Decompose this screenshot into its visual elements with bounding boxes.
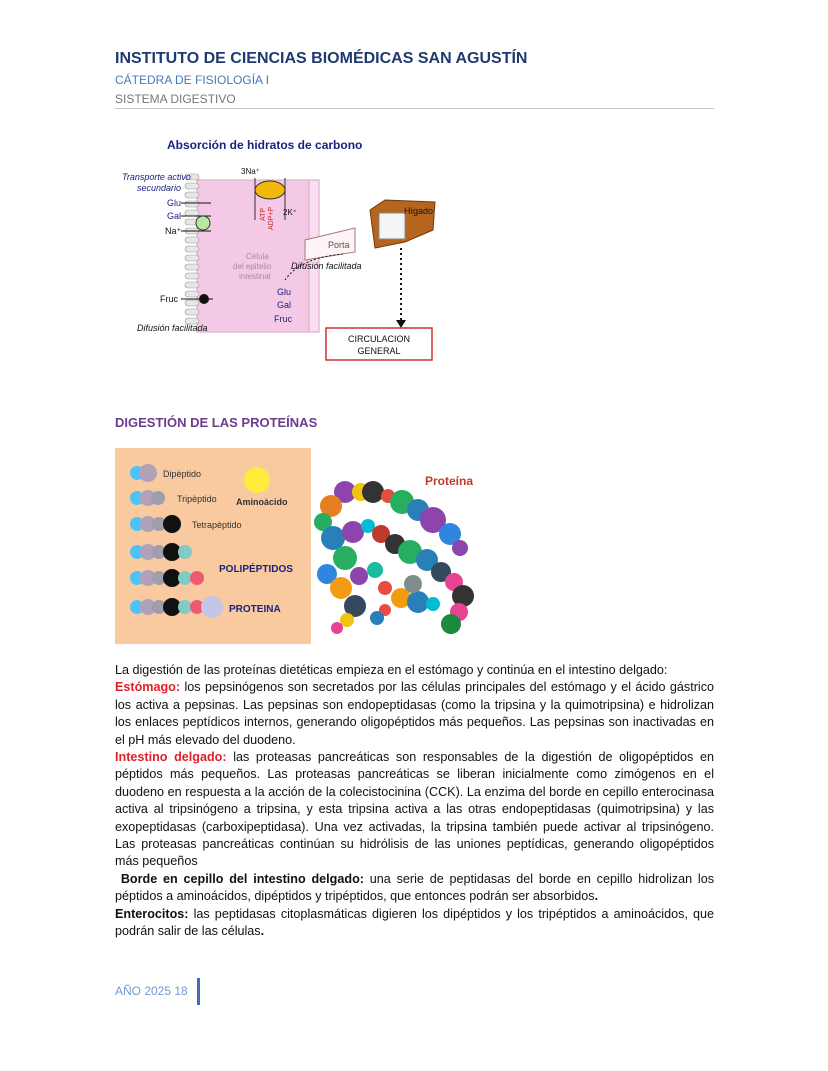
- carbohydrate-absorption-diagram: Absorción de hidratos de carbono Transpo…: [122, 138, 436, 361]
- higado-label: Hígado: [404, 206, 433, 216]
- tripeptide-chain: [130, 490, 165, 506]
- tripeptido-label: Tripèptido: [177, 494, 217, 504]
- tetrapeptido-label: Tetrapèptido: [192, 520, 242, 530]
- cell-label-3: intestinal: [239, 272, 271, 281]
- footer-accent-bar: [197, 978, 200, 1005]
- atp-label: ATP: [260, 208, 267, 221]
- microvilli: [184, 173, 200, 325]
- transport-label-2: secundario: [137, 183, 181, 193]
- na-k-pump: [254, 180, 286, 200]
- enterocitos-end: .: [260, 924, 265, 939]
- portal-vein: [304, 227, 356, 261]
- topic-subtitle: SISTEMA DIGESTIVO: [115, 92, 236, 106]
- intestino-label: Intestino delgado:: [115, 750, 227, 765]
- out-gal-label: Gal: [277, 300, 291, 310]
- adp-label: ADP+P: [268, 207, 275, 230]
- cell-label-2: del epitelio: [233, 262, 272, 271]
- cell-label-1: Célula: [246, 252, 269, 261]
- gal-label: Gal: [167, 211, 181, 221]
- enterocitos-text: las peptidasas citoplasmáticas digieren …: [115, 906, 714, 939]
- two-k-label: 2K⁺: [283, 208, 297, 217]
- intestino-paragraph: Intestino delgado: las proteasas pancreá…: [115, 749, 714, 871]
- circulacion-label-2: GENERAL: [357, 346, 400, 356]
- fruc-label: Fruc: [160, 294, 179, 304]
- out-glu-label: Glu: [277, 287, 291, 297]
- proteina-left-label: PROTEINA: [229, 604, 281, 615]
- footer-year-page: AÑO 2025 18: [115, 984, 188, 998]
- transport-label-1: Transporte activo: [122, 172, 191, 182]
- tetrapeptide-chain: [130, 515, 181, 533]
- estomago-text: los pepsinógenos son secretados por las …: [115, 680, 714, 747]
- difusion-facilitada-right: Difusión facilitada: [291, 261, 362, 271]
- protein-digestion-text: La digestión de las proteínas dietéticas…: [115, 662, 714, 941]
- aminoacido-label: Aminoàcido: [236, 497, 288, 507]
- polypeptide-chain-1: [130, 543, 192, 561]
- dipeptido-label: Dipèptido: [163, 469, 201, 479]
- borde-text: una serie de peptidasas del borde en cep…: [115, 871, 715, 904]
- amino-acid-dot: [244, 467, 270, 493]
- proteina-right-label: Proteína: [425, 474, 473, 488]
- institution-title: INSTITUTO DE CIENCIAS BIOMÉDICAS SAN AGU…: [115, 50, 528, 67]
- fig1-title: Absorción de hidratos de carbono: [167, 138, 362, 152]
- estomago-paragraph: Estómago: los pepsinógenos son secretado…: [115, 679, 714, 749]
- epithelial-cell: [196, 179, 310, 333]
- na-label: Na⁺: [165, 226, 182, 236]
- porta-label: Porta: [328, 240, 350, 250]
- enterocitos-label: Enterocitos:: [115, 906, 189, 921]
- protein-chain-short: [130, 596, 223, 618]
- borde-end: .: [594, 889, 599, 904]
- sglt-transporter: [195, 215, 211, 231]
- three-na-label: 3Na⁺: [241, 167, 260, 176]
- protein-peptides-illustration: Dipèptido Tripèptido Aminoàcido Tetrapèp…: [115, 448, 474, 644]
- borde-paragraph: Borde en cepillo del intestino delgado: …: [115, 871, 714, 941]
- glu-label: Glu: [167, 198, 181, 208]
- glut5-transporter: [199, 294, 209, 304]
- polipeptidos-label: POLIPÉPTIDOS: [219, 562, 293, 575]
- circulacion-label-1: CIRCULACION: [348, 334, 410, 344]
- polypeptide-chain-2: [130, 569, 204, 587]
- folded-protein-chain: [314, 481, 474, 634]
- estomago-label: Estómago:: [115, 680, 181, 695]
- intro-paragraph: La digestión de las proteínas dietéticas…: [115, 663, 668, 677]
- dipeptide-chain: [130, 464, 157, 482]
- circulacion-general-box: [325, 327, 433, 361]
- out-fruc-label: Fruc: [274, 314, 293, 324]
- difusion-facilitada-bottom: Difusión facilitada: [137, 323, 208, 333]
- section-heading-proteins: DIGESTIÓN DE LAS PROTEÍNAS: [115, 415, 318, 430]
- department-subtitle: CÁTEDRA DE FISIOLOGÍA I: [115, 73, 270, 87]
- borde-label: Borde en cepillo del intestino delgado:: [120, 871, 364, 886]
- header-divider: [115, 108, 714, 109]
- intestino-text: las proteasas pancreáticas son responsab…: [115, 750, 714, 869]
